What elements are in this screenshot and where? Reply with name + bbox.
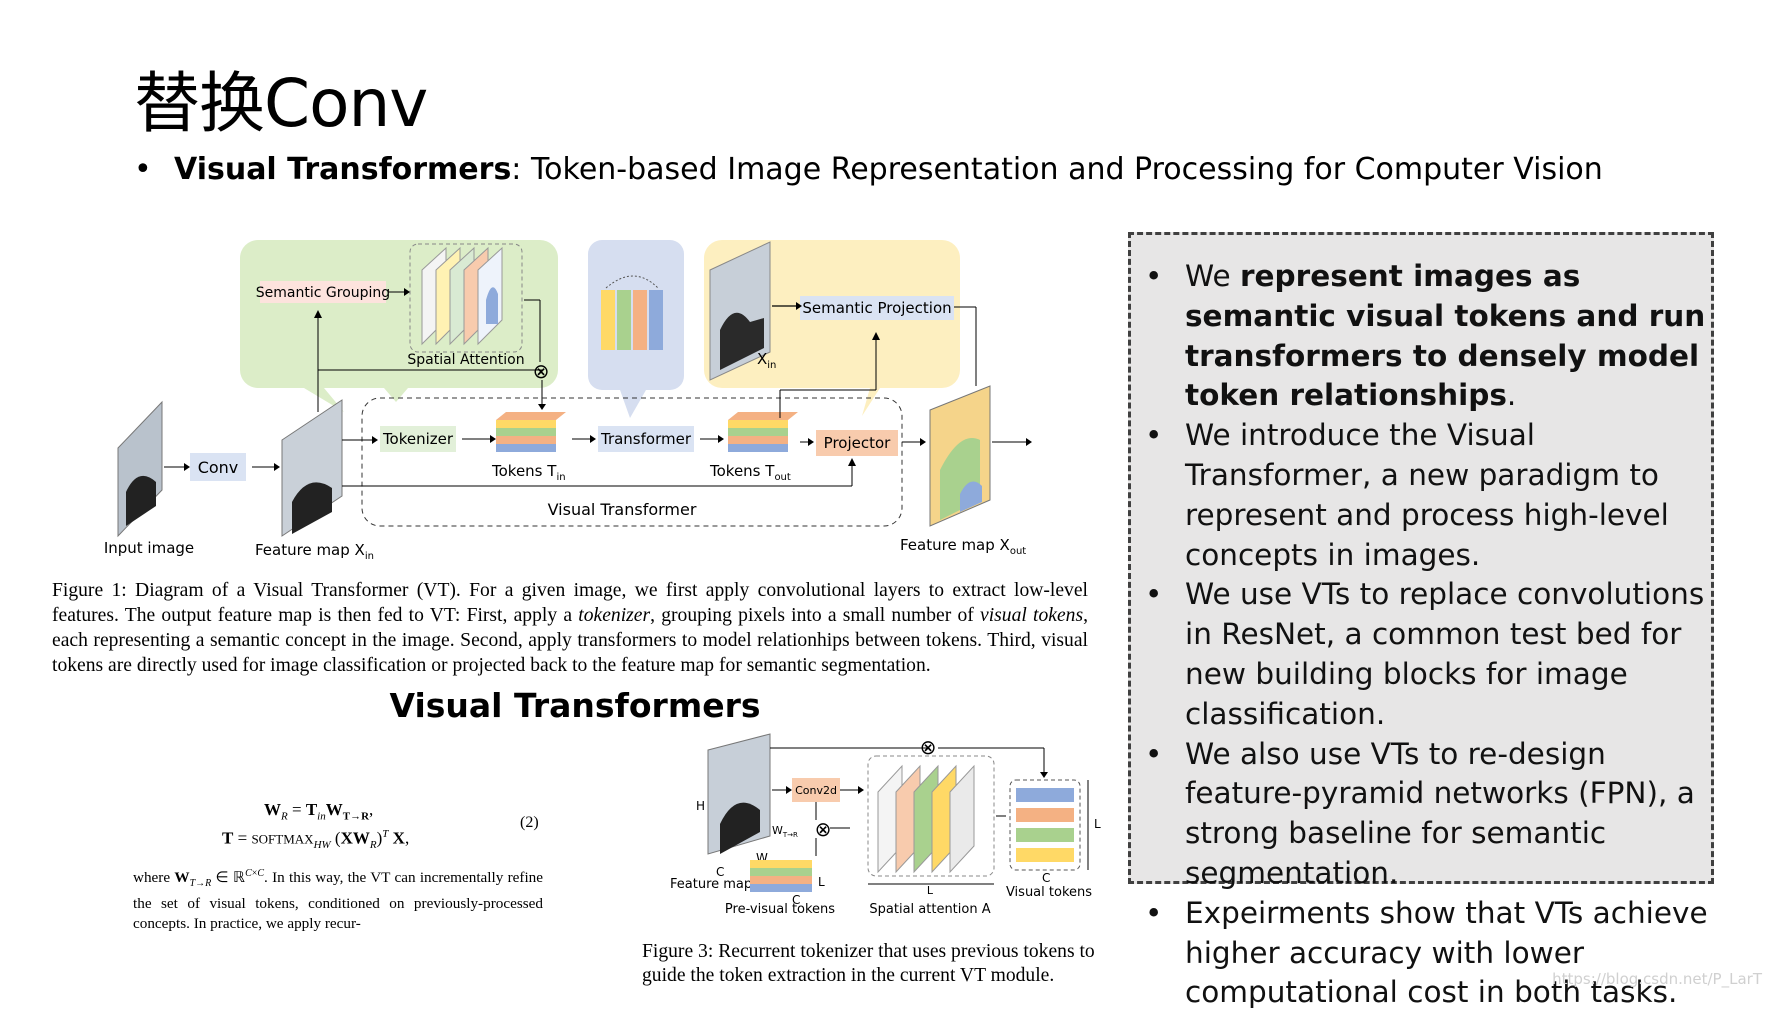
para-part2: . In this way, the VT can incrementally … bbox=[133, 869, 543, 933]
caption1-tokenizer: tokenizer bbox=[578, 605, 651, 626]
para-part1: where bbox=[133, 869, 175, 887]
spatial-attention-label: Spatial Attention bbox=[407, 352, 524, 368]
svg-text:Conv2d: Conv2d bbox=[795, 784, 837, 797]
label-c-2: C bbox=[792, 893, 800, 907]
label-l-3: L bbox=[1094, 817, 1101, 831]
summary-item: We also use VTs to re-design feature-pyr… bbox=[1145, 735, 1711, 894]
subtitle-rest: : Token-based Image Representation and P… bbox=[511, 152, 1603, 187]
label-l-2: L bbox=[927, 884, 934, 897]
spatial-attention-box bbox=[409, 243, 523, 353]
tokens-out-label: Tokens Tout bbox=[709, 462, 791, 483]
summary-panel: We represent images as semantic visual t… bbox=[1128, 232, 1714, 1009]
feature-map-out-label: Feature map Xout bbox=[900, 536, 1026, 557]
otimes-symbol-3: ⊗ bbox=[815, 817, 832, 841]
figure1-caption: Figure 1: Diagram of a Visual Transforme… bbox=[52, 578, 1088, 678]
equation-number: (2) bbox=[520, 814, 539, 831]
label-c-1: C bbox=[716, 865, 724, 879]
summary-list: We represent images as semantic visual t… bbox=[1131, 235, 1711, 1013]
summary-item: We introduce the Visual Transformer, a n… bbox=[1145, 416, 1711, 575]
slide-subtitle: • Visual Transformers: Token-based Image … bbox=[134, 152, 1603, 187]
caption1-visual-tokens: visual tokens bbox=[980, 605, 1084, 626]
spatial-attention-a-box bbox=[867, 755, 995, 877]
conv-box: Conv bbox=[190, 453, 246, 481]
equation-paragraph: where WT→R ∈ ℝC×C. In this way, the VT c… bbox=[133, 868, 543, 933]
transformer-box: Transformer bbox=[598, 426, 694, 452]
svg-text:Semantic Grouping: Semantic Grouping bbox=[256, 285, 390, 301]
svg-text:Transformer: Transformer bbox=[600, 430, 692, 448]
semantic-projection-label: Semantic Projection bbox=[800, 296, 954, 320]
w-tr-label: WT→R bbox=[772, 824, 798, 839]
semantic-grouping-region bbox=[240, 240, 558, 412]
figure3-diagram: H W C Feature map X ⊗ Conv2d WT→R ⊗ L C … bbox=[670, 733, 1101, 917]
equation-line1: WR = TinWT→R, bbox=[264, 800, 374, 823]
spatial-attention-a-label: Spatial attention A bbox=[869, 902, 990, 917]
tokens-in-stack bbox=[496, 412, 566, 452]
label-h: H bbox=[696, 799, 705, 813]
svg-text:Tokenizer: Tokenizer bbox=[382, 430, 454, 448]
semantic-grouping-label: Semantic Grouping bbox=[256, 281, 390, 303]
x-in-label: Xin bbox=[757, 350, 776, 371]
visual-transformer-label: Visual Transformer bbox=[548, 500, 697, 519]
caption1-part1: Figure 1: Diagram of a Visual Transforme… bbox=[52, 580, 1088, 626]
spatial-attention-a-maps bbox=[877, 764, 975, 874]
svg-text:Semantic Projection: Semantic Projection bbox=[802, 299, 951, 317]
pre-visual-tokens-label: Pre-visual tokens bbox=[725, 902, 835, 917]
summary-item: We represent images as semantic visual t… bbox=[1145, 257, 1711, 416]
projector-box: Projector bbox=[816, 430, 898, 456]
subtitle-bold: Visual Transformers bbox=[174, 152, 512, 187]
visual-tokens-stack bbox=[1016, 788, 1074, 862]
caption1-part2: , grouping pixels into a small number of bbox=[650, 605, 981, 626]
visual-tokens-box bbox=[1009, 779, 1081, 871]
equation-line2: T = SOFTMAXHW (XWR)T X, bbox=[222, 828, 410, 852]
figure3-caption: Figure 3: Recurrent tokenizer that uses … bbox=[642, 941, 1095, 986]
spatial-attention-maps bbox=[421, 246, 503, 346]
pre-visual-tokens-stack bbox=[750, 860, 812, 892]
slide-title: 替换Conv bbox=[134, 65, 428, 142]
feature-map-x-label: Feature map X bbox=[670, 877, 765, 892]
label-c-3: C bbox=[1042, 871, 1050, 885]
conv2d-box: Conv2d bbox=[792, 778, 840, 802]
svg-text:Conv: Conv bbox=[198, 458, 239, 477]
visual-tokens-label: Visual tokens bbox=[1006, 885, 1092, 900]
tokens-in-label: Tokens Tin bbox=[491, 462, 566, 483]
caption1-part3: , each representing a semantic concept i… bbox=[52, 605, 1088, 676]
svg-text:Projector: Projector bbox=[824, 434, 891, 452]
summary-item: Expeirments show that VTs achieve higher… bbox=[1145, 894, 1711, 1013]
label-l-1: L bbox=[818, 875, 825, 889]
section-heading: Visual Transformers bbox=[389, 686, 761, 725]
tokenizer-box: Tokenizer bbox=[380, 426, 456, 452]
tokens-out-stack bbox=[728, 412, 798, 452]
bullet-glyph: • bbox=[134, 152, 152, 187]
feature-map-in-label: Feature map Xin bbox=[255, 541, 374, 562]
figure1-diagram: Semantic Grouping Spatial Attention ⊗ Xi… bbox=[104, 240, 1032, 562]
watermark: https://blog.csdn.net/P_LarT bbox=[1552, 970, 1762, 988]
input-image-label: Input image bbox=[104, 539, 194, 557]
otimes-symbol-2: ⊗ bbox=[920, 735, 937, 759]
otimes-symbol-1: ⊗ bbox=[533, 359, 550, 383]
transformer-tokens-icon bbox=[601, 275, 663, 350]
summary-item: We use VTs to replace convolutions in Re… bbox=[1145, 575, 1711, 734]
visual-transformer-box bbox=[361, 397, 903, 527]
